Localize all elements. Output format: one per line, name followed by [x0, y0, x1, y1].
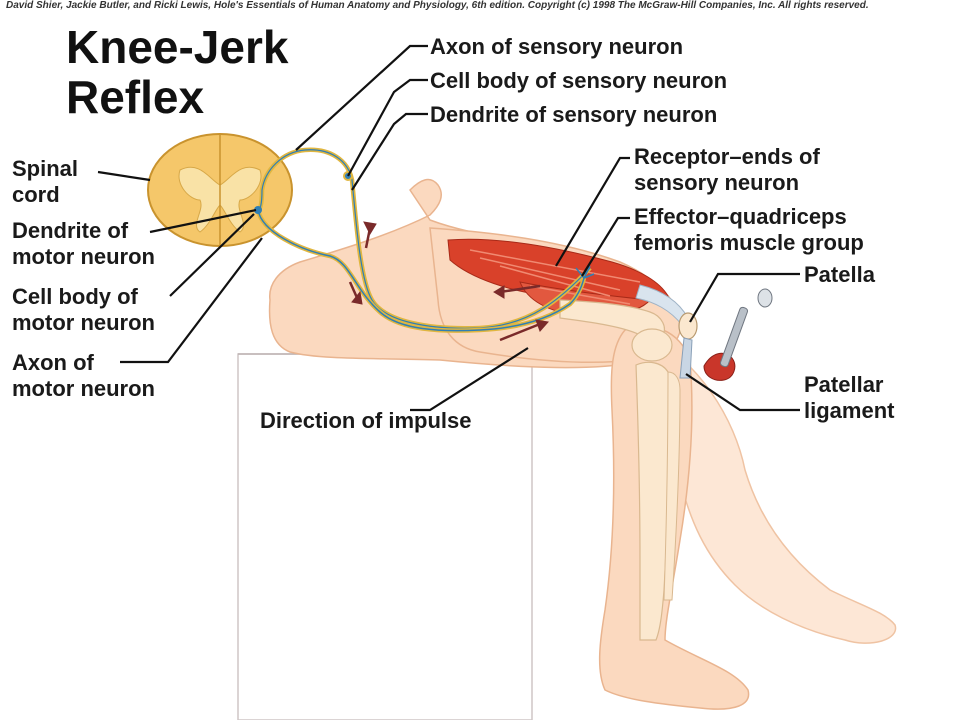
label-axon-motor-neuron: Axon of motor neuron [12, 350, 155, 402]
spinal-cord-section [147, 133, 293, 247]
impulse-arrows [348, 221, 549, 342]
label-receptor-line-1: Receptor–ends of [634, 144, 820, 169]
motor-neuron-core [257, 209, 585, 332]
diagram-title: Knee-Jerk Reflex [66, 22, 288, 122]
label-effector: Effector–quadriceps femoris muscle group [634, 204, 864, 256]
label-axon-motor-line-2: motor neuron [12, 376, 155, 401]
sensory-neuron-core [257, 149, 591, 329]
label-direction-of-impulse: Direction of impulse [260, 408, 472, 433]
label-cell-body-motor-neuron: Cell body of motor neuron [12, 284, 155, 336]
reflex-hammer [703, 288, 773, 381]
label-spinal-cord-line-1: Spinal [12, 156, 79, 181]
patellar-ligament-shape [679, 337, 693, 379]
label-dendrite-sensory-neuron: Dendrite of sensory neuron [430, 102, 718, 127]
quadriceps-muscle [447, 238, 669, 301]
patella-bone [678, 312, 698, 340]
seat-box [237, 353, 533, 720]
label-patellar-ligament-line-1: Patellar [804, 372, 884, 397]
label-effector-line-1: Effector–quadriceps [634, 204, 847, 229]
label-dendrite-motor-line-1: Dendrite of [12, 218, 129, 243]
motor-cell-body [254, 206, 262, 214]
label-axon-sensory-neuron: Axon of sensory neuron [430, 34, 684, 59]
label-spinal-cord-line-2: cord [12, 182, 60, 207]
label-effector-line-2: femoris muscle group [634, 230, 864, 255]
label-dendrite-motor-neuron: Dendrite of motor neuron [12, 218, 155, 270]
label-receptor-line-2: sensory neuron [634, 170, 800, 195]
label-dendrite-motor-line-2: motor neuron [12, 244, 155, 269]
label-cell-body-sensory-neuron: Cell body of sensory neuron [430, 68, 728, 93]
fibula [663, 371, 681, 601]
label-receptor: Receptor–ends of sensory neuron [634, 144, 820, 196]
quadriceps-striations [469, 249, 641, 305]
label-cell-body-motor-line-1: Cell body of [12, 284, 138, 309]
label-patella: Patella [804, 262, 875, 287]
label-cell-body-motor-line-2: motor neuron [12, 310, 155, 335]
label-axon-motor-line-1: Axon of [12, 350, 94, 375]
label-patellar-ligament: Patellar ligament [804, 372, 894, 424]
label-patellar-ligament-line-2: ligament [804, 398, 895, 423]
copyright-notice: David Shier, Jackie Butler, and Ricki Le… [6, 0, 869, 11]
label-spinal-cord: Spinal cord [12, 156, 78, 208]
leader-lines [97, 44, 800, 412]
knee-joint [631, 328, 673, 362]
title-line-2: Reflex [66, 71, 205, 123]
title-line-1: Knee-Jerk [66, 21, 289, 73]
